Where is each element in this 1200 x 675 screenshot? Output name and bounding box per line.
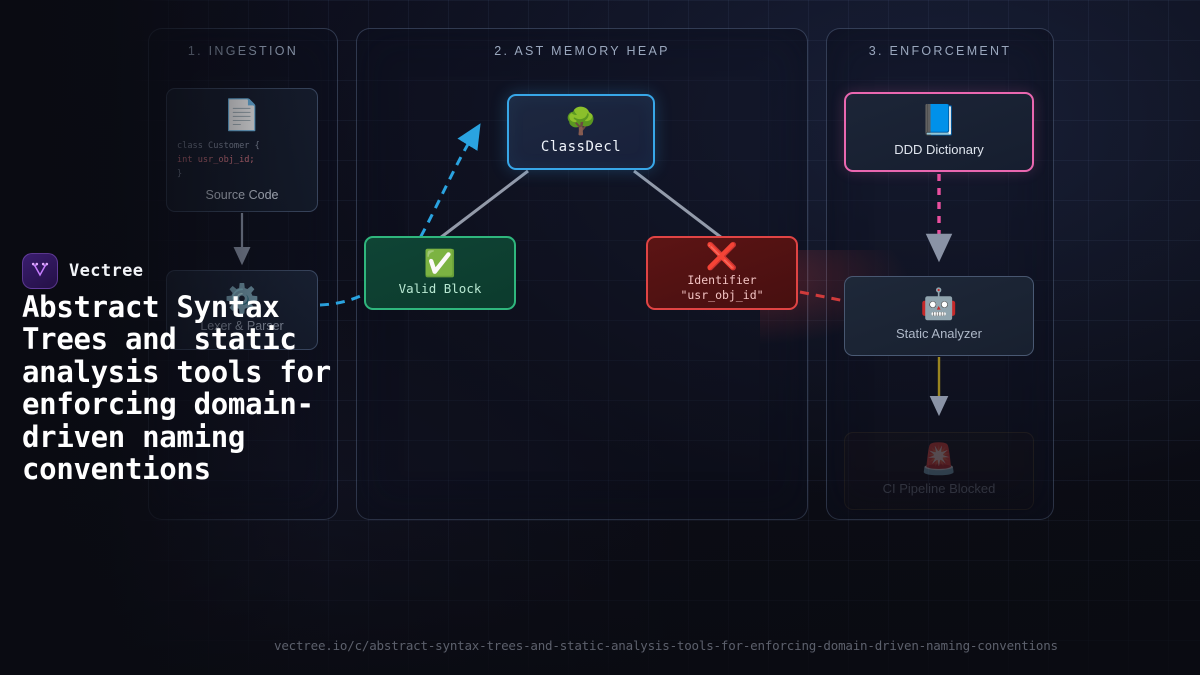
deciduous-tree-icon: 🌳 [564, 105, 598, 136]
node-ddd-dictionary[interactable]: 📘 DDD Dictionary [844, 92, 1034, 172]
node-label-static-analyzer: Static Analyzer [896, 325, 982, 341]
node-label-identifier-line2: "usr_obj_id" [680, 288, 764, 302]
node-class-decl[interactable]: 🌳 ClassDecl [507, 94, 655, 170]
cross-mark-icon: ❌ [705, 241, 739, 272]
node-label-identifier-line1: Identifier [687, 273, 757, 288]
node-label-valid-block: Valid Block [398, 280, 482, 296]
brand-name: Vectree [69, 261, 144, 281]
node-source-code[interactable]: 📄 class Customer { int usr_obj_id; } Sou… [166, 88, 318, 212]
node-valid-block[interactable]: ✅ Valid Block [364, 236, 516, 310]
code-line: class Customer { [177, 141, 260, 151]
vectree-v-tree-glyph [31, 262, 49, 277]
node-label-class-decl: ClassDecl [540, 138, 622, 155]
headline: Abstract Syntax Trees and static analysi… [22, 290, 331, 487]
node-ci-pipeline-blocked[interactable]: 🚨 CI Pipeline Blocked [844, 432, 1034, 510]
source-code-snippet: class Customer { int usr_obj_id; } [177, 139, 260, 182]
vectree-logo-icon [22, 253, 58, 289]
column-title-ast-heap: 2. AST MEMORY HEAP [494, 44, 670, 58]
node-identifier-violation[interactable]: ❌ Identifier "usr_obj_id" [646, 236, 798, 310]
closed-book-icon: 📘 [920, 103, 958, 137]
node-label-ci-pipeline-blocked: CI Pipeline Blocked [882, 480, 996, 496]
node-label-ddd-dictionary: DDD Dictionary [894, 141, 984, 157]
brand: Vectree [22, 253, 143, 289]
column-title-enforcement: 3. ENFORCEMENT [868, 44, 1012, 58]
robot-icon: 🤖 [920, 287, 958, 321]
page-url: vectree.io/c/abstract-syntax-trees-and-s… [274, 638, 1058, 653]
check-mark-button-icon: ✅ [423, 247, 457, 278]
node-label-source-code: Source Code [205, 187, 279, 202]
column-title-ingestion: 1. INGESTION [187, 44, 299, 58]
node-label-identifier: Identifier "usr_obj_id" [680, 273, 763, 303]
page-facing-up-icon: 📄 [223, 99, 261, 132]
node-static-analyzer[interactable]: 🤖 Static Analyzer [844, 276, 1034, 356]
code-line: } [177, 169, 183, 180]
code-line-violation: int usr_obj_id; [177, 155, 255, 166]
police-car-light-icon: 🚨 [920, 442, 958, 476]
